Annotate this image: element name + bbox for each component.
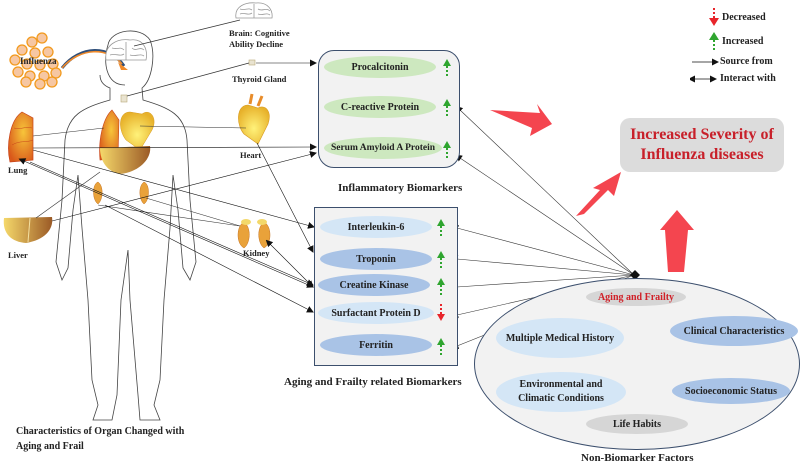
brain-in-body-icon (105, 39, 147, 61)
biomarker-creatine-kinase: Creatine Kinase (318, 274, 430, 296)
brain-label-line2: Ability Decline (229, 39, 284, 49)
biomarker-troponin: Troponin (320, 248, 432, 270)
increased-arrow-icon (443, 99, 451, 116)
hub-to-il6 (451, 224, 635, 276)
increased-arrow-icon (437, 338, 445, 355)
outcome-line1: Increased Severity of (630, 126, 774, 143)
legend-decreased: Decreased (722, 12, 766, 23)
kidney-connector-1 (97, 204, 241, 227)
arrow-liver-saa (51, 151, 317, 222)
biomarker-c-reactive-protein: C-reactive Protein (324, 96, 436, 118)
factor-env-line1: Environmental and (519, 379, 603, 390)
lung-label: Lung (8, 165, 28, 175)
increased-arrow-icon (437, 219, 445, 236)
factor-environmental-climatic: Environmental and Climatic Conditions (496, 372, 626, 412)
arrow-kidney-spd (104, 204, 314, 313)
decreased-arrow-icon (709, 8, 719, 26)
kidney-icon (237, 219, 271, 249)
heart-icon (238, 104, 270, 145)
biomarker-serum-amyloid-a: Serum Amyloid A Protein (324, 137, 442, 159)
heart-connector (139, 125, 247, 129)
factor-socioeconomic-status: Socioeconomic Status (672, 378, 790, 404)
biomarker-ferritin: Ferritin (320, 334, 432, 356)
hub-to-crp (455, 105, 635, 276)
biomarker-surfactant-protein-d: Surfactant Protein D (318, 302, 434, 324)
big-arrow-aging (576, 172, 621, 216)
liver-in-body-icon (100, 146, 151, 174)
thyroid-label: Thyroid Gland (232, 74, 287, 84)
increased-arrow-icon (443, 141, 451, 158)
hub-to-ck (451, 274, 635, 291)
factor-multiple-medical-history: Multiple Medical History (496, 318, 624, 358)
organ-caption: Characteristics of Organ Changed with Ag… (16, 424, 184, 454)
aging-biomarkers-title: Aging and Frailty related Biomarkers (284, 376, 462, 388)
biomarker-interleukin-6: Interleukin-6 (320, 216, 432, 238)
legend-line-icons (690, 58, 719, 83)
increased-arrow-icon (709, 32, 719, 52)
heart-label: Heart (240, 150, 262, 160)
brain-label-line1: Brain: Cognitive (229, 28, 290, 38)
interact-lung-ck (18, 158, 314, 288)
legend-source-from: Source from (720, 56, 773, 67)
arrow-lung-ck (29, 161, 314, 286)
influenza-label: Influenza (20, 56, 57, 66)
liver-label: Liver (8, 250, 28, 260)
brain-icon (235, 2, 273, 19)
outcome-box: Increased Severity of Influenza diseases (620, 118, 784, 172)
factor-life-habits: Life Habits (586, 414, 688, 434)
decreased-arrow-icon (437, 304, 445, 321)
factor-clinical-characteristics: Clinical Characteristics (670, 316, 798, 346)
brain-connector (133, 19, 241, 47)
interact-kidney-ck (265, 239, 314, 288)
arrow-lung-saa (32, 143, 317, 151)
organ-caption-line2: Aging and Frail (16, 441, 84, 452)
hub-to-troponin (451, 255, 635, 276)
arrow-lung-il6 (32, 149, 315, 229)
factor-env-line2: Climatic Conditions (518, 393, 604, 404)
hub-node (630, 270, 640, 280)
kidney-connector-2 (145, 197, 241, 227)
lung-icon (8, 111, 34, 163)
kidney-label: Kidney (243, 248, 270, 258)
increased-arrow-icon (437, 278, 445, 295)
thyroid-icon (248, 59, 256, 66)
increased-arrow-icon (443, 59, 451, 76)
factor-aging-frailty: Aging and Frailty (586, 288, 686, 306)
lung-connector (32, 127, 105, 137)
increased-arrow-icon (437, 251, 445, 268)
legend-interact-with: Interact with (720, 73, 776, 84)
brain-label: Brain: Cognitive Ability Decline (229, 28, 290, 50)
legend-increased: Increased (722, 36, 764, 47)
influenza-virus-icon (9, 32, 62, 90)
inflammatory-biomarkers-title: Inflammatory Biomarkers (338, 182, 463, 194)
biomarker-procalcitonin: Procalcitonin (324, 56, 436, 78)
big-arrow-inflammatory (490, 104, 552, 136)
organ-caption-line1: Characteristics of Organ Changed with (16, 426, 185, 437)
thyroid-in-body-icon (120, 94, 128, 103)
big-arrow-nonbiomarker (660, 210, 694, 272)
hub-to-saa (455, 154, 635, 276)
thyroid-connector (126, 62, 250, 97)
legend-icons (709, 8, 719, 52)
kidney-right-in-body-icon (139, 181, 149, 205)
human-body-outline (55, 30, 197, 421)
outcome-line2: Influenza diseases (640, 146, 764, 163)
non-biomarker-factors-title: Non-Biomarker Factors (581, 452, 694, 464)
heart-in-body-icon (120, 111, 155, 151)
